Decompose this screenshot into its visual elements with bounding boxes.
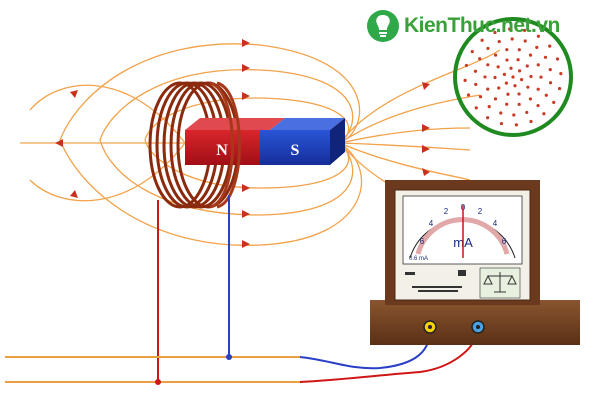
field-dot — [509, 66, 513, 70]
field-dot — [474, 82, 478, 87]
lightbulb-icon — [367, 10, 399, 42]
bar-magnet: N S — [185, 118, 345, 165]
field-dot — [529, 119, 533, 124]
field-dot — [559, 72, 563, 76]
field-dot — [493, 75, 497, 80]
field-dot — [528, 97, 533, 101]
field-dot — [517, 102, 521, 106]
field-dot — [522, 28, 527, 33]
svg-text:4: 4 — [493, 219, 498, 228]
field-dot — [539, 75, 543, 79]
scale-balance-icon — [483, 272, 517, 293]
field-dot — [486, 116, 490, 120]
field-dot — [519, 78, 524, 82]
field-cross-section — [453, 17, 573, 137]
svg-text:6: 6 — [420, 237, 425, 246]
field-dot — [525, 110, 529, 115]
svg-text:2: 2 — [478, 207, 483, 216]
field-dot — [548, 81, 553, 85]
svg-text:2: 2 — [444, 207, 449, 216]
field-dot — [464, 63, 469, 68]
meter-range: 0.6 mA — [409, 256, 428, 262]
field-dot — [511, 75, 515, 79]
field-dot — [505, 102, 509, 106]
field-dot — [518, 69, 522, 73]
field-dot — [493, 53, 498, 57]
field-dot — [514, 123, 518, 127]
field-dot — [525, 64, 529, 68]
field-dot — [516, 58, 520, 62]
field-dot — [555, 57, 560, 61]
field-dot — [483, 75, 487, 79]
field-dot — [536, 87, 540, 91]
field-dot — [480, 38, 484, 42]
field-dot — [506, 92, 510, 96]
field-dot — [508, 27, 512, 31]
watermark-text: KienThuc.net.vn — [404, 14, 560, 37]
field-dot — [544, 93, 548, 97]
field-dot — [497, 86, 501, 90]
field-dot — [474, 106, 478, 110]
field-dot — [499, 121, 504, 126]
watermark: KienThuc.net.vn — [366, 6, 560, 46]
field-dot — [543, 55, 548, 59]
field-dot — [526, 85, 530, 89]
north-pole — [185, 130, 260, 165]
field-dot — [463, 78, 467, 82]
field-dot — [486, 46, 490, 51]
field-dot — [493, 97, 498, 101]
field-dot — [473, 69, 478, 73]
field-dot — [536, 103, 540, 108]
field-dot — [535, 45, 539, 49]
field-dot — [552, 100, 556, 104]
field-dot — [548, 44, 552, 48]
svg-text:4: 4 — [429, 219, 434, 228]
svg-text:6: 6 — [502, 237, 507, 246]
field-dot — [496, 65, 500, 69]
field-dot — [548, 67, 552, 72]
field-dot — [505, 48, 509, 52]
field-dot — [536, 34, 540, 38]
field-dot — [512, 113, 516, 117]
field-dot — [510, 37, 514, 41]
field-dot — [536, 63, 540, 67]
field-dot — [557, 86, 562, 91]
field-dot — [478, 57, 482, 61]
field-dot — [517, 92, 521, 96]
field-dot — [529, 74, 533, 79]
field-dot — [493, 30, 497, 35]
field-dot — [504, 81, 508, 85]
field-dot — [502, 72, 507, 76]
circuit-wires — [5, 195, 479, 383]
field-dot — [470, 50, 474, 54]
field-dot — [486, 63, 490, 67]
field-dot — [486, 87, 490, 91]
field-dot — [466, 93, 471, 97]
galvanometer: 6 4 2 0 2 4 6 mA 0.6 mA — [370, 180, 580, 345]
coil-front — [209, 81, 241, 209]
field-dot — [487, 105, 491, 109]
south-label: S — [291, 142, 300, 159]
field-dot — [513, 84, 517, 88]
north-label: N — [216, 142, 228, 159]
field-dot — [523, 39, 527, 43]
field-dot — [528, 53, 533, 57]
field-dot — [505, 58, 509, 62]
field-dot — [497, 39, 501, 44]
field-dot — [499, 111, 503, 115]
field-dot — [542, 112, 546, 116]
south-pole — [260, 130, 330, 165]
field-arrows — [55, 39, 430, 248]
field-dot — [517, 48, 521, 52]
field-dot — [478, 95, 483, 99]
